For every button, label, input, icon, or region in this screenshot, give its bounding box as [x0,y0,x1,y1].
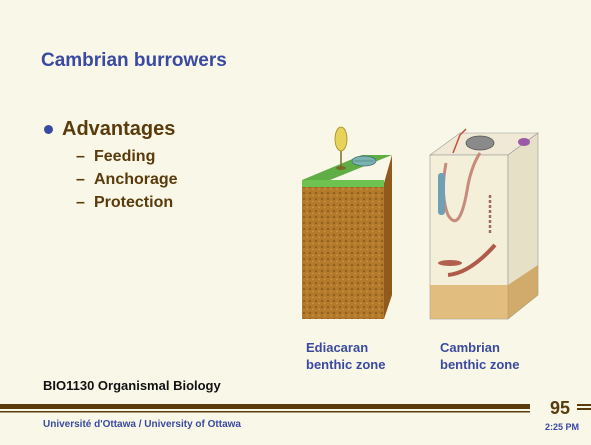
slide-title: Cambrian burrowers [41,50,227,72]
sub-bullet-label: Feeding [94,148,155,165]
sub-bullet-feeding: –Feeding [76,145,178,168]
footer-rule [0,402,591,416]
sub-bullet-label: Anchorage [94,171,178,188]
university-name: Université d'Ottawa / University of Otta… [43,419,241,430]
sub-bullet-label: Protection [94,194,173,211]
page-number: 95 [550,398,570,419]
ediacaran-caption: Ediacaran benthic zone [306,339,385,373]
trilobite-icon [466,136,494,150]
cambrian-block [430,129,538,319]
sub-bullet-list: –Feeding –Anchorage –Protection [76,145,178,214]
bullet-label: Advantages [62,118,175,140]
sub-bullet-protection: –Protection [76,191,178,214]
frond-organism-icon [335,127,347,151]
bullet-advantages: Advantages –Feeding –Anchorage –Protecti… [44,118,178,214]
ediacaran-side-face [384,155,392,319]
bullet-list: Advantages –Feeding –Anchorage –Protecti… [44,118,178,214]
sub-bullet-anchorage: –Anchorage [76,168,178,191]
course-name: BIO1130 Organismal Biology [43,378,221,393]
sediment-block-illustration [290,125,570,335]
ediacaran-green-top [302,155,392,180]
cambrian-caption: Cambrian benthic zone [440,339,519,373]
burrowing-worm-icon [438,173,445,215]
ediacaran-mat [302,180,384,187]
cambrian-organism-icon [518,138,530,146]
ediacaran-block [302,127,392,319]
bullet-dot-icon [44,125,53,134]
ediacaran-front-face [302,183,384,319]
timestamp: 2:25 PM [545,422,579,432]
